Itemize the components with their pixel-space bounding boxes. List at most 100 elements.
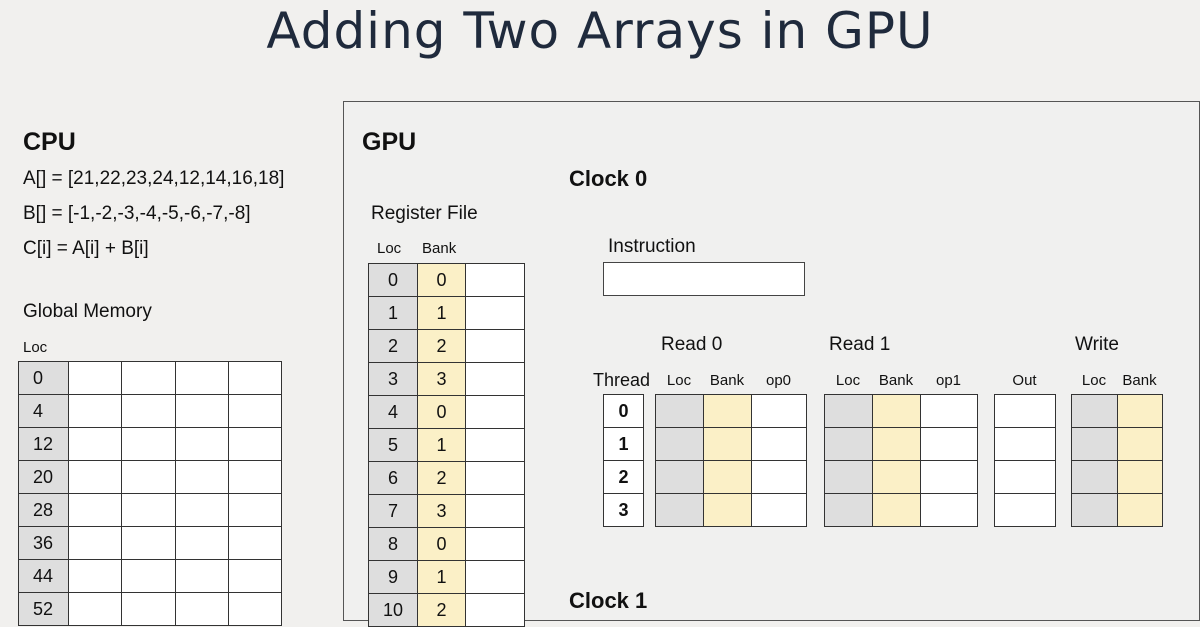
read-0-bank-cell xyxy=(703,394,752,428)
register-value xyxy=(465,395,525,429)
read-1-bank-cell xyxy=(872,460,921,494)
table-row xyxy=(824,427,978,461)
read-0-op0-cell xyxy=(751,427,807,461)
register-value xyxy=(465,560,525,594)
table-row xyxy=(994,460,1056,494)
register-value xyxy=(465,428,525,462)
out-cell xyxy=(994,493,1056,527)
global-memory-loc: 4 xyxy=(18,394,69,428)
table-row: 52 xyxy=(18,592,282,626)
write-table xyxy=(1071,394,1163,527)
memory-cell xyxy=(68,427,122,461)
gpu-heading: GPU xyxy=(362,128,417,156)
global-memory-loc: 36 xyxy=(18,526,69,560)
table-row xyxy=(655,427,807,461)
global-memory-label: Global Memory xyxy=(23,301,152,322)
table-row: 3 3 xyxy=(368,362,525,396)
read-1-op1-cell xyxy=(920,394,978,428)
register-value xyxy=(465,494,525,528)
out-cell xyxy=(994,427,1056,461)
memory-cell xyxy=(228,493,282,527)
cpu-line-c: C[i] = A[i] + B[i] xyxy=(23,238,149,259)
read-1-bank-cell xyxy=(872,394,921,428)
memory-cell xyxy=(228,526,282,560)
table-row: 5 1 xyxy=(368,428,525,462)
read-1-op1-header: op1 xyxy=(935,372,962,389)
table-row: 8 0 xyxy=(368,527,525,561)
thread-number: 2 xyxy=(603,460,644,494)
read-1-op1-cell xyxy=(920,493,978,527)
register-bank: 1 xyxy=(417,560,466,594)
write-loc-cell xyxy=(1071,394,1118,428)
read-1-loc-cell xyxy=(824,427,873,461)
read-0-label: Read 0 xyxy=(661,334,723,355)
read-0-bank-header: Bank xyxy=(709,372,745,389)
global-memory-table: 0 4 12 20 28 36 44 52 xyxy=(18,361,282,626)
table-row xyxy=(1071,460,1163,494)
register-loc: 5 xyxy=(368,428,418,462)
global-memory-loc: 20 xyxy=(18,460,69,494)
register-value xyxy=(465,527,525,561)
table-row: 6 2 xyxy=(368,461,525,495)
memory-cell xyxy=(68,559,122,593)
write-loc-header: Loc xyxy=(1081,372,1107,389)
read-1-loc-cell xyxy=(824,394,873,428)
memory-cell xyxy=(175,460,229,494)
register-loc: 8 xyxy=(368,527,418,561)
memory-cell xyxy=(121,361,176,395)
page-title: Adding Two Arrays in GPU xyxy=(266,2,934,60)
register-bank: 0 xyxy=(417,527,466,561)
register-bank: 3 xyxy=(417,362,466,396)
read-0-op0-cell xyxy=(751,394,807,428)
table-row xyxy=(1071,493,1163,527)
write-label: Write xyxy=(1075,334,1119,355)
table-row: 12 xyxy=(18,427,282,461)
register-file-label: Register File xyxy=(371,203,478,224)
read-1-op1-cell xyxy=(920,427,978,461)
thread-number: 3 xyxy=(603,493,644,527)
table-row: 0 0 xyxy=(368,263,525,297)
table-row xyxy=(655,460,807,494)
out-cell xyxy=(994,460,1056,494)
global-memory-loc: 44 xyxy=(18,559,69,593)
memory-cell xyxy=(121,559,176,593)
register-value xyxy=(465,593,525,627)
table-row xyxy=(1071,394,1163,428)
register-bank: 0 xyxy=(417,395,466,429)
read-0-op0-header: op0 xyxy=(765,372,792,389)
thread-table: 0 1 2 3 xyxy=(603,394,644,527)
register-loc: 10 xyxy=(368,593,418,627)
table-row: 28 xyxy=(18,493,282,527)
memory-cell xyxy=(228,460,282,494)
write-loc-cell xyxy=(1071,493,1118,527)
table-row xyxy=(994,427,1056,461)
memory-cell xyxy=(175,361,229,395)
thread-number: 1 xyxy=(603,427,644,461)
register-bank: 0 xyxy=(417,263,466,297)
register-file-loc-header: Loc xyxy=(377,240,402,257)
memory-cell xyxy=(228,559,282,593)
global-memory-loc: 0 xyxy=(18,361,69,395)
memory-cell xyxy=(68,394,122,428)
register-bank: 2 xyxy=(417,593,466,627)
thread-header: Thread xyxy=(593,370,651,390)
global-memory-loc: 28 xyxy=(18,493,69,527)
memory-cell xyxy=(121,526,176,560)
memory-cell xyxy=(175,427,229,461)
table-row: 4 xyxy=(18,394,282,428)
table-row xyxy=(824,394,978,428)
memory-cell xyxy=(121,592,176,626)
memory-cell xyxy=(68,460,122,494)
register-loc: 2 xyxy=(368,329,418,363)
read-1-label: Read 1 xyxy=(829,334,891,355)
table-row: 20 xyxy=(18,460,282,494)
register-loc: 4 xyxy=(368,395,418,429)
memory-cell xyxy=(175,526,229,560)
register-value xyxy=(465,329,525,363)
write-bank-cell xyxy=(1117,493,1163,527)
read-1-loc-cell xyxy=(824,493,873,527)
cpu-line-a: A[] = [21,22,23,24,12,14,16,18] xyxy=(23,168,285,189)
table-row: 2 xyxy=(603,460,644,494)
memory-cell xyxy=(121,394,176,428)
register-value xyxy=(465,263,525,297)
